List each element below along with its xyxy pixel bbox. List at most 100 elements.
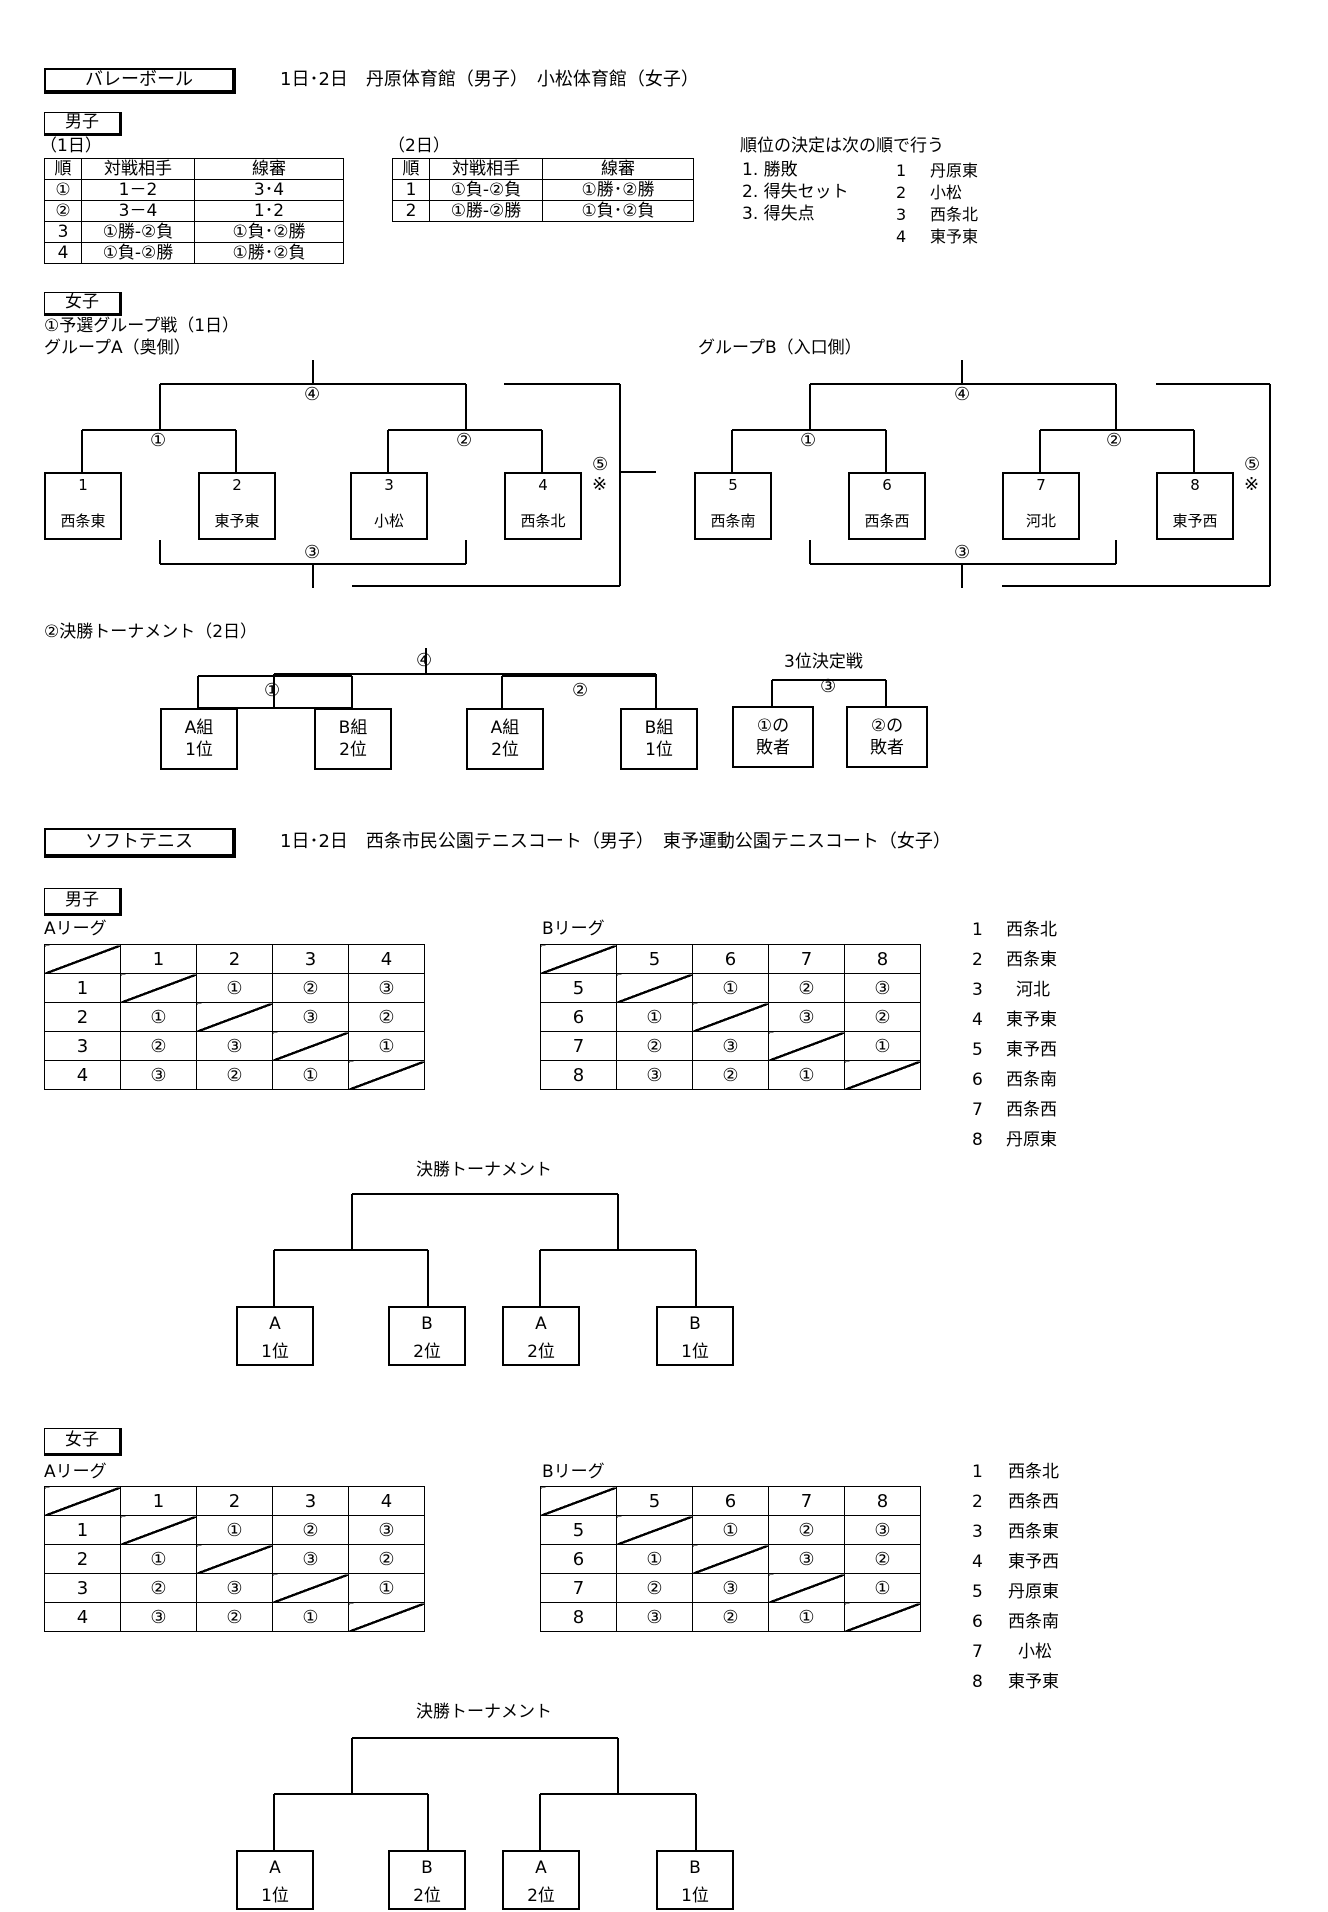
match-label: ② [456,430,473,451]
table-cell: ③ [272,1002,349,1032]
col-header: 4 [348,1486,425,1516]
team-list-number: 6 [972,1070,983,1090]
row-header: 5 [540,1515,617,1545]
volleyball-section-header: バレーボール [44,68,236,94]
match-label: ① [800,430,817,451]
soft-tennis-men-label: 男子 [44,888,122,916]
ranking-team-number: 3 [896,205,907,224]
soft-tennis-section-header: ソフトテニス [44,828,236,858]
third-place-box: ②の敗者 [846,706,928,768]
team-list-name: 東予東 [1006,1010,1057,1030]
group-a-label: グループA（奥側） [44,338,191,358]
table-cell: ① [348,1031,425,1061]
diag-cell [692,1002,769,1032]
match-label: ① [264,680,281,701]
team-list-number: 4 [972,1010,983,1030]
col-header: 4 [348,944,425,974]
table-cell: ① [196,1515,273,1545]
row-header: 2 [44,1544,121,1574]
table-cell: ② [692,1060,769,1090]
seed-group: B [421,1314,433,1334]
table-cell: ③ [692,1573,769,1603]
diag-cell [348,1060,425,1090]
seed-rank: 2位 [527,1886,555,1906]
seed-group: B [421,1858,433,1878]
match-label: ⑤ [1244,454,1261,475]
team-name: 東予西 [1172,512,1218,530]
seed-group: B組 [644,718,674,738]
seed-rank: 2位 [413,1342,441,1362]
soft-tennis-venue: 1日･2日 西条市民公園テニスコート（男子） 東予運動公園テニスコート（女子） [280,831,951,852]
league-a-label: Aリーグ [44,1462,107,1482]
team-list-name: 丹原東 [1008,1582,1059,1602]
col-header: 7 [768,1486,845,1516]
table-cell: ① [120,1544,197,1574]
team-name: 小松 [373,512,404,530]
seed-rank: 1位 [645,740,673,760]
table-cell: ③ [768,1002,845,1032]
col-header: 7 [768,944,845,974]
col-header: 3 [272,944,349,974]
team-list-name: 西条西 [1008,1492,1059,1512]
table-cell: ② [692,1602,769,1632]
diag-cell [272,1031,349,1061]
row-header: 4 [44,1060,121,1090]
table-cell: ③ [616,1060,693,1090]
note-mark: ※ [1244,474,1260,495]
loser-match: ①の [756,716,790,736]
table-header: 線審 [542,158,694,180]
table-cell: ①勝･②負 [194,242,344,264]
table-cell: ③ [120,1602,197,1632]
team-number: 8 [1190,476,1200,494]
seed-group: B [689,1314,701,1334]
table-cell: ② [844,1002,921,1032]
team-name: 西条東 [60,512,106,530]
table-cell: ① [120,1002,197,1032]
seed-rank: 1位 [185,740,213,760]
seed-rank: 1位 [261,1886,289,1906]
table-cell: ① [692,973,769,1003]
seed-rank: 1位 [681,1342,709,1362]
seed-group: B [689,1858,701,1878]
seed-group: A組 [490,718,520,738]
diag-cell [844,1060,921,1090]
table-cell: ①勝-②勝 [429,200,543,222]
table-cell: ① [44,179,82,201]
diag-cell [196,1544,273,1574]
match-label: ① [150,430,167,451]
row-header: 6 [540,1544,617,1574]
table-cell: ② [120,1573,197,1603]
col-header: 2 [196,1486,273,1516]
diag-cell [348,1602,425,1632]
col-header: 6 [692,944,769,974]
table-cell: ③ [272,1544,349,1574]
league-b-label: Bリーグ [542,1462,605,1482]
team-list-name: 東予東 [1008,1672,1059,1692]
corner-cell [540,944,617,974]
table-cell: ③ [196,1031,273,1061]
team-number: 5 [728,476,738,494]
league-a-label: Aリーグ [44,919,107,939]
col-header: 1 [120,1486,197,1516]
seed-group: B組 [338,718,368,738]
seed-rank: 1位 [261,1342,289,1362]
ranking-rule-title: 順位の決定は次の順で行う [740,136,944,156]
team-number: 3 [384,476,394,494]
row-header: 6 [540,1002,617,1032]
note-mark: ※ [592,474,608,495]
table-cell: ③ [348,973,425,1003]
table-cell: ③ [616,1602,693,1632]
third-place-title: 3位決定戦 [784,652,863,672]
table-cell: ①負-②負 [429,179,543,201]
